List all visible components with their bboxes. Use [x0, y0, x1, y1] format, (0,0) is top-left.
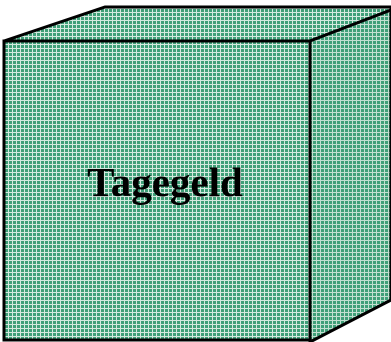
cube-right-face: [310, 10, 391, 342]
cube-label: Tagegeld: [87, 159, 243, 205]
